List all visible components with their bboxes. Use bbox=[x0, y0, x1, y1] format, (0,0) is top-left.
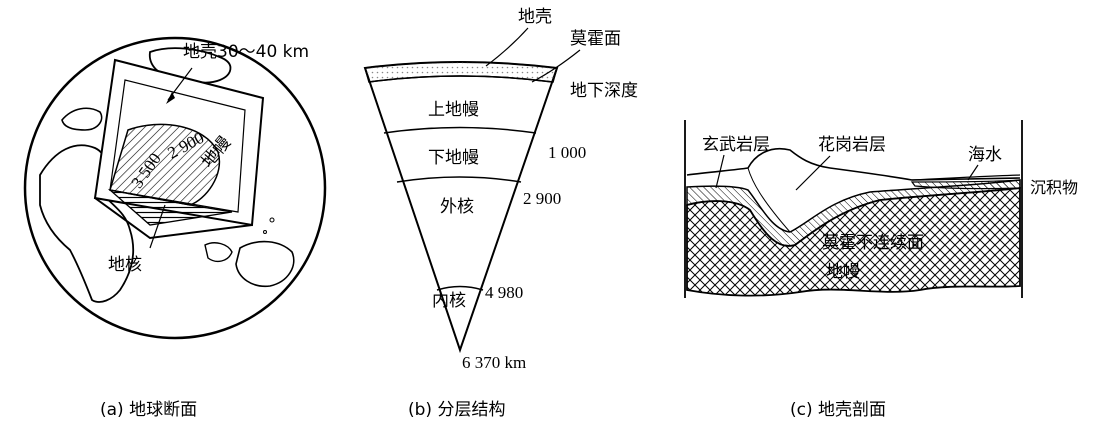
small-island bbox=[269, 217, 275, 223]
depth-4980-label: 4 980 bbox=[485, 283, 523, 302]
small-island bbox=[263, 230, 267, 234]
panel-b-layers: 地壳 莫霍面 地下深度 上地幔 下地幔 外核 内核 1 000 2 900 4 … bbox=[363, 7, 638, 420]
crust-arrow-icon bbox=[166, 92, 175, 104]
depth-2900-label: 2 900 bbox=[523, 189, 561, 208]
boundary-2900 bbox=[396, 176, 522, 183]
mantle-label: 地幔 bbox=[826, 262, 860, 282]
depth-6370-label: 6 370 km bbox=[462, 353, 526, 372]
crust-label: 地壳 bbox=[518, 7, 552, 27]
inner-core-label: 内核 bbox=[432, 291, 466, 311]
caption-a: (a) 地球断面 bbox=[100, 400, 197, 420]
island bbox=[204, 242, 233, 263]
moho-discontinuity-label: 莫霍不连续面 bbox=[822, 233, 924, 253]
outer-core-label: 外核 bbox=[440, 197, 474, 217]
panel-c-crust-profile: 玄武岩层 花岗岩层 海水 沉积物 莫霍不连续面 地幔 (c) 地壳剖面 bbox=[684, 120, 1078, 420]
upper-mantle-label: 上地幔 bbox=[428, 100, 479, 120]
granite-pointer bbox=[795, 155, 831, 191]
continent-africa bbox=[39, 144, 135, 303]
moho-pointer bbox=[531, 49, 581, 83]
core-pointer bbox=[149, 204, 166, 249]
sea-surface bbox=[911, 174, 1021, 181]
depth-1000-label: 1 000 bbox=[548, 143, 586, 162]
moho-label: 莫霍面 bbox=[570, 29, 621, 49]
caption-c: (c) 地壳剖面 bbox=[790, 400, 886, 420]
granite-label: 花岗岩层 bbox=[818, 135, 886, 155]
sediment-label: 沉积物 bbox=[1030, 178, 1078, 197]
seawater-label: 海水 bbox=[968, 145, 1002, 165]
crust-pointer bbox=[485, 27, 529, 67]
granite-top-surface bbox=[686, 148, 1021, 181]
seawater-pointer bbox=[967, 164, 979, 181]
core-label: 地核 bbox=[108, 255, 142, 275]
cutaway-core bbox=[109, 123, 221, 206]
basalt-pointer bbox=[715, 154, 725, 189]
cutaway-rim bbox=[94, 197, 253, 240]
boundary-1000 bbox=[383, 126, 537, 134]
continent-europe bbox=[61, 107, 103, 131]
panel-a-earth-section: 地壳30～40 km 2 900 地幔 3 500 地核 (a) 地球断面 bbox=[23, 36, 327, 420]
sediment-layer bbox=[910, 179, 1021, 190]
depth-label: 地下深度 bbox=[570, 81, 638, 101]
moho-boundary bbox=[368, 75, 554, 83]
crust-thickness-label: 地壳30～40 km bbox=[183, 42, 309, 62]
caption-b: (b) 分层结构 bbox=[408, 400, 505, 420]
cutaway-core-face bbox=[107, 188, 233, 226]
lower-mantle-label: 下地幔 bbox=[428, 148, 479, 168]
granite-basalt-contact bbox=[747, 167, 791, 233]
continent-australia bbox=[235, 240, 295, 288]
basalt-label: 玄武岩层 bbox=[702, 135, 770, 155]
boundary-4980 bbox=[436, 285, 484, 291]
